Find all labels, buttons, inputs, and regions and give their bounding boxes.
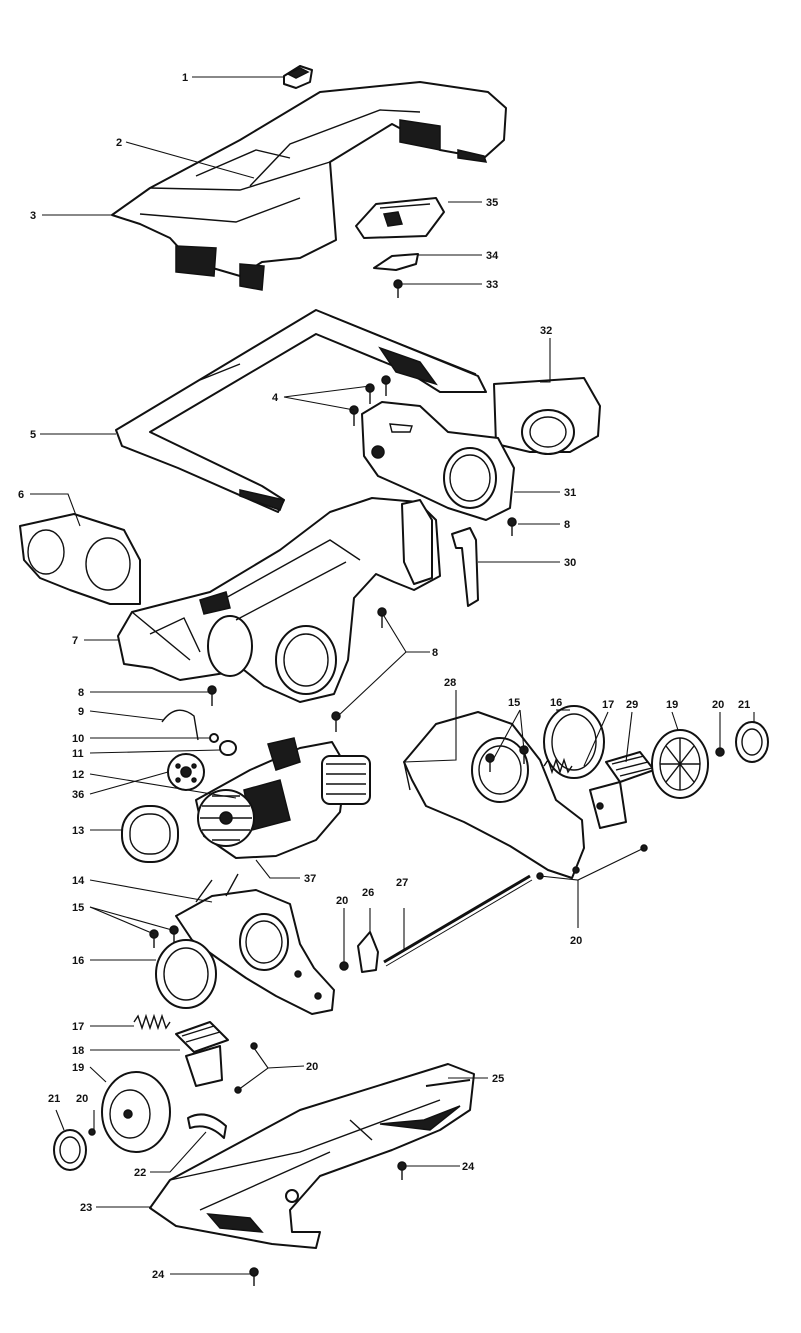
callout-13: 13 [72, 825, 84, 837]
callout-10: 10 [72, 733, 84, 745]
callout-34: 34 [486, 250, 499, 262]
callout-6: 6 [18, 489, 24, 501]
callout-30: 30 [564, 557, 576, 569]
callout-25: 25 [492, 1073, 504, 1085]
callout-20-upper: 20 [712, 699, 724, 711]
part-15-screws-upper [485, 745, 529, 772]
part-16-ring-lower [155, 939, 217, 1009]
callout-19-lower: 19 [72, 1062, 84, 1074]
callout-8-upper: 8 [564, 519, 570, 531]
part-18-pedal [175, 1021, 229, 1087]
part-26-bracket [357, 931, 379, 973]
part-11-bushing [219, 740, 237, 756]
callout-37: 37 [304, 873, 316, 885]
part-30-u-strip [451, 527, 479, 607]
part-35-latch-plate [355, 197, 445, 239]
callout-17-lower: 17 [72, 1021, 84, 1033]
part-8-screw-a [507, 517, 517, 536]
part-14-side-plate [175, 873, 335, 1015]
callout-18: 18 [72, 1045, 84, 1057]
callout-15-lower: 15 [72, 902, 84, 914]
callout-7: 7 [72, 635, 78, 647]
callout-26: 26 [362, 887, 374, 899]
callout-27: 27 [396, 877, 408, 889]
callout-11: 11 [72, 748, 84, 760]
callout-17-upper: 17 [602, 699, 614, 711]
callout-24-upper: 24 [462, 1161, 475, 1173]
part-17-spring-upper [543, 757, 573, 775]
part-34-clip [373, 253, 419, 271]
callout-8-left: 8 [78, 687, 84, 699]
callout-21-upper: 21 [738, 699, 750, 711]
part-13-belt [121, 805, 179, 863]
callout-28: 28 [444, 677, 456, 689]
callout-22: 22 [134, 1167, 146, 1179]
part-20-washer-center [339, 961, 349, 971]
callout-31: 31 [564, 487, 576, 499]
callout-21-lower: 21 [48, 1093, 60, 1105]
callout-16-lower: 16 [72, 955, 84, 967]
callout-20-right: 20 [570, 935, 582, 947]
callout-16-upper: 16 [550, 697, 562, 709]
callout-9: 9 [78, 706, 84, 718]
part-8-screws-b [331, 607, 387, 732]
callout-20-lower: 20 [306, 1061, 318, 1073]
part-31-bracket-plate [361, 401, 515, 521]
part-9-wire-clip [161, 709, 199, 741]
part-10-washer [209, 733, 219, 743]
part-27-axle-rod [383, 874, 533, 967]
part-21-cap-lower [53, 1129, 87, 1171]
part-7-main-housing [117, 497, 441, 703]
part-3-hood-cover [111, 81, 507, 291]
part-37-gear [197, 789, 255, 847]
callout-36: 36 [72, 789, 84, 801]
part-6-gasket [19, 513, 141, 605]
part-19-wheel-upper [651, 729, 709, 799]
part-20-washer-upper [715, 747, 725, 757]
callout-3: 3 [30, 210, 36, 222]
part-17-spring-lower [133, 1013, 171, 1031]
callout-29: 29 [626, 699, 638, 711]
callout-14: 14 [72, 875, 85, 887]
part-21-cap-upper [735, 721, 769, 763]
part-20-washer-lower-left [88, 1128, 96, 1136]
callout-20-center: 20 [336, 895, 348, 907]
part-36-pulley [167, 753, 205, 791]
callout-12: 12 [72, 769, 84, 781]
callout-33: 33 [486, 279, 498, 291]
leader-lines [30, 76, 755, 1275]
callout-2: 2 [116, 137, 122, 149]
callout-labels: 1 2 3 35 34 33 32 4 5 31 6 8 30 7 8 28 1… [18, 72, 750, 1281]
part-8-screw-c [207, 685, 217, 706]
callout-8-middle: 8 [432, 647, 438, 659]
part-22-half-ring [187, 1113, 227, 1139]
callout-24-lower: 24 [152, 1269, 165, 1281]
part-25-pin [425, 1079, 471, 1087]
part-1-knob [283, 65, 313, 89]
part-28-side-plate [403, 711, 585, 879]
part-33-screw [393, 279, 403, 298]
callout-19-upper: 19 [666, 699, 678, 711]
part-29-pedal [589, 751, 655, 829]
callout-5: 5 [30, 429, 36, 441]
part-24-screw-b [249, 1267, 259, 1286]
callout-20-lower-left: 20 [76, 1093, 88, 1105]
callout-35: 35 [486, 197, 498, 209]
part-19-wheel-lower [101, 1071, 171, 1153]
callout-4: 4 [272, 392, 279, 404]
callout-32: 32 [540, 325, 552, 337]
part-24-screw-a [397, 1161, 407, 1180]
part-20-washers-right [536, 844, 648, 880]
callout-23: 23 [80, 1202, 92, 1214]
part-16-ring-upper [543, 705, 605, 779]
part-23-base-plate [149, 1063, 475, 1249]
part-5-frame [115, 309, 487, 513]
part-20-washers-lower [234, 1042, 258, 1094]
callout-1: 1 [182, 72, 188, 84]
part-32-duct [493, 377, 601, 455]
callout-15-upper: 15 [508, 697, 520, 709]
